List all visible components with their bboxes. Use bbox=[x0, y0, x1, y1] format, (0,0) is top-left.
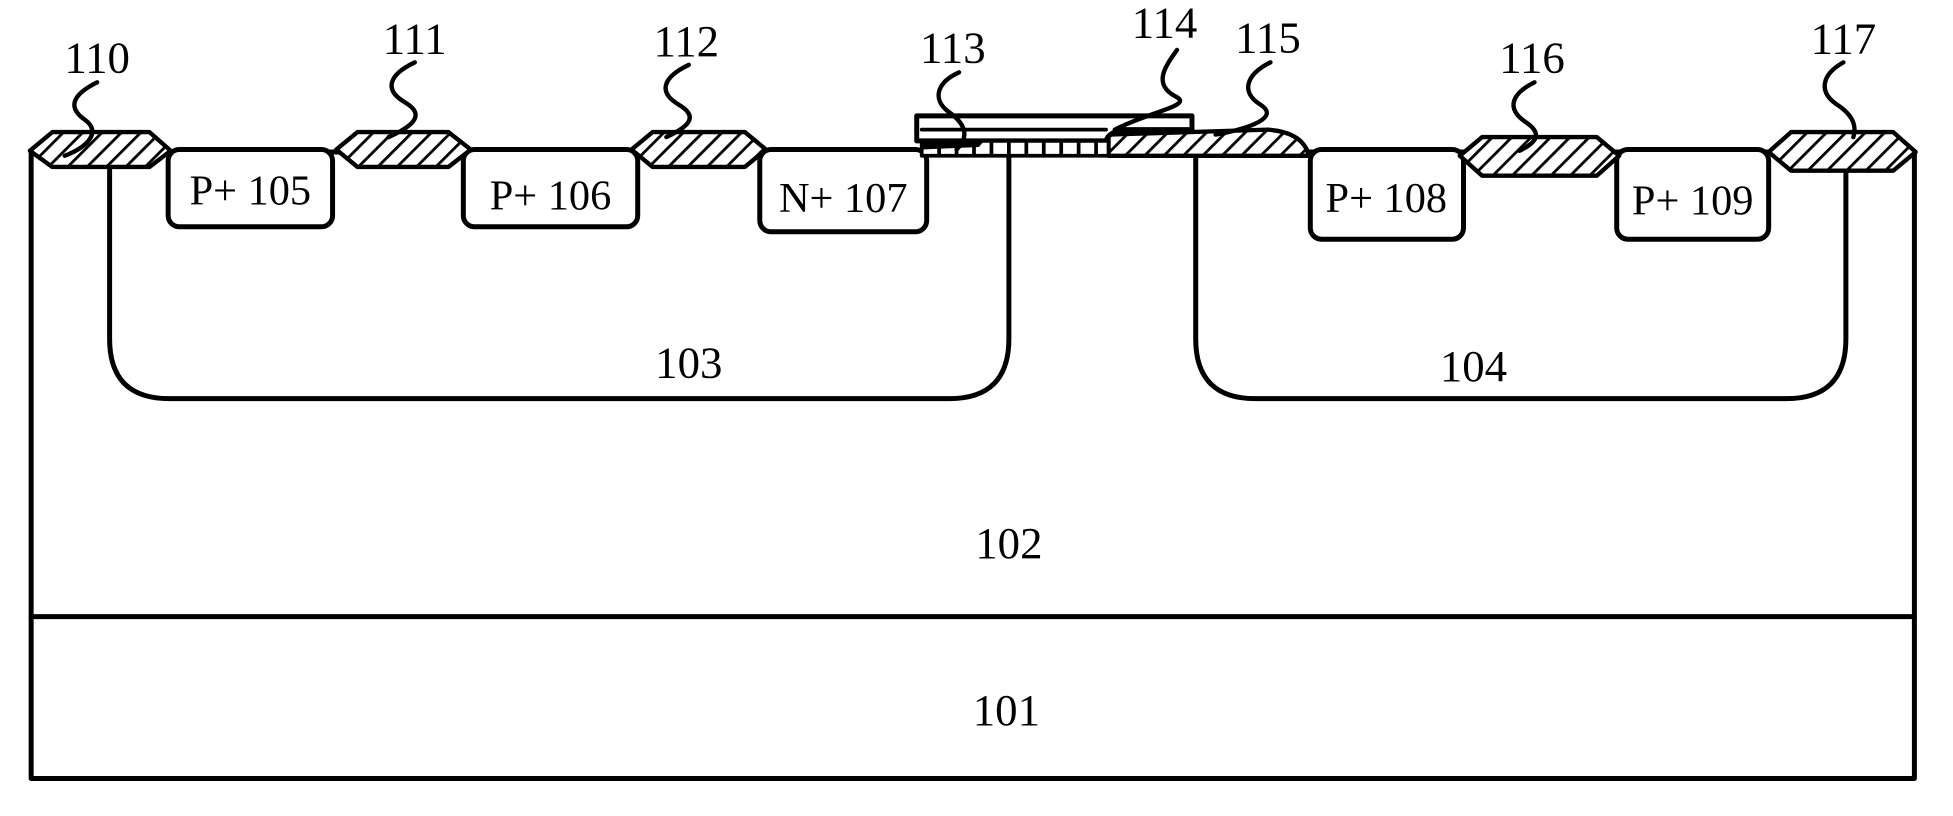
diffusion-label-108: P+ 108 bbox=[1326, 175, 1448, 222]
diffusion-label-109: P+ 109 bbox=[1632, 177, 1753, 224]
leader-line-115 bbox=[1216, 62, 1271, 134]
field-oxide-116 bbox=[1460, 137, 1619, 176]
well-label-103: 103 bbox=[655, 337, 722, 387]
callout-label-112: 112 bbox=[653, 16, 719, 66]
callout-label-111: 111 bbox=[383, 14, 447, 64]
callout-label-113: 113 bbox=[920, 22, 986, 72]
leader-line-117 bbox=[1825, 62, 1855, 137]
diffusion-label-105: P+ 105 bbox=[190, 167, 312, 214]
field-oxide-117 bbox=[1769, 132, 1916, 171]
field-oxide-111 bbox=[336, 132, 471, 167]
field-oxide-110 bbox=[30, 132, 171, 167]
field-oxide-112 bbox=[631, 132, 766, 167]
oxide-layer-115 bbox=[1109, 130, 1308, 156]
leader-line-111 bbox=[389, 62, 416, 137]
callout-label-114: 114 bbox=[1132, 0, 1198, 47]
diffusion-label-106: P+ 106 bbox=[490, 172, 611, 219]
well-label-104: 104 bbox=[1440, 341, 1507, 391]
callout-label-115: 115 bbox=[1235, 12, 1301, 62]
callout-label-116: 116 bbox=[1499, 32, 1565, 82]
callout-label-117: 117 bbox=[1811, 14, 1877, 64]
layer-label-102: 102 bbox=[975, 518, 1042, 568]
leader-line-112 bbox=[666, 65, 690, 137]
diffusion-label-107: N+ 107 bbox=[779, 175, 908, 222]
layer-label-101: 101 bbox=[973, 685, 1040, 735]
callout-label-110: 110 bbox=[64, 32, 130, 82]
